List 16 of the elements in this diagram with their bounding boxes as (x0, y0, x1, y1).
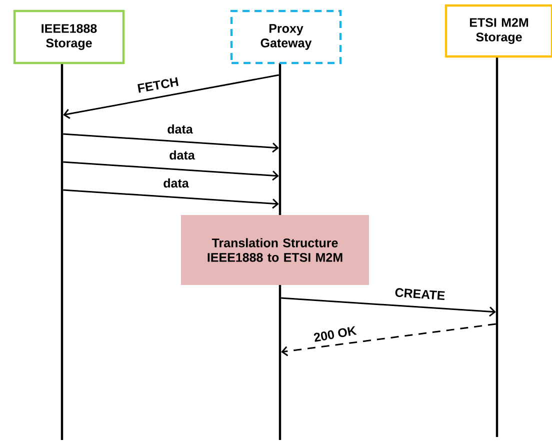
edge-label: FETCH (138, 77, 178, 93)
arrow (63, 74, 280, 119)
arrow (63, 133, 279, 153)
arrow (63, 161, 279, 181)
edge-label: data (168, 124, 193, 134)
participant-box: IEEE1888 Storage (13, 10, 125, 64)
participant-box: Proxy Gateway (230, 10, 342, 64)
edge-label: data (164, 178, 189, 188)
edge-label: 200 OK (314, 326, 357, 342)
participant-box: ETSI M2M Storage (444, 4, 552, 58)
edge-label: CREATE (395, 288, 445, 300)
process-box: Translation Structure IEEE1888 to ETSI M2M (181, 215, 369, 285)
arrow (63, 189, 279, 209)
edge-label: data (170, 150, 195, 160)
arrow (281, 297, 496, 317)
arrow (281, 323, 496, 356)
